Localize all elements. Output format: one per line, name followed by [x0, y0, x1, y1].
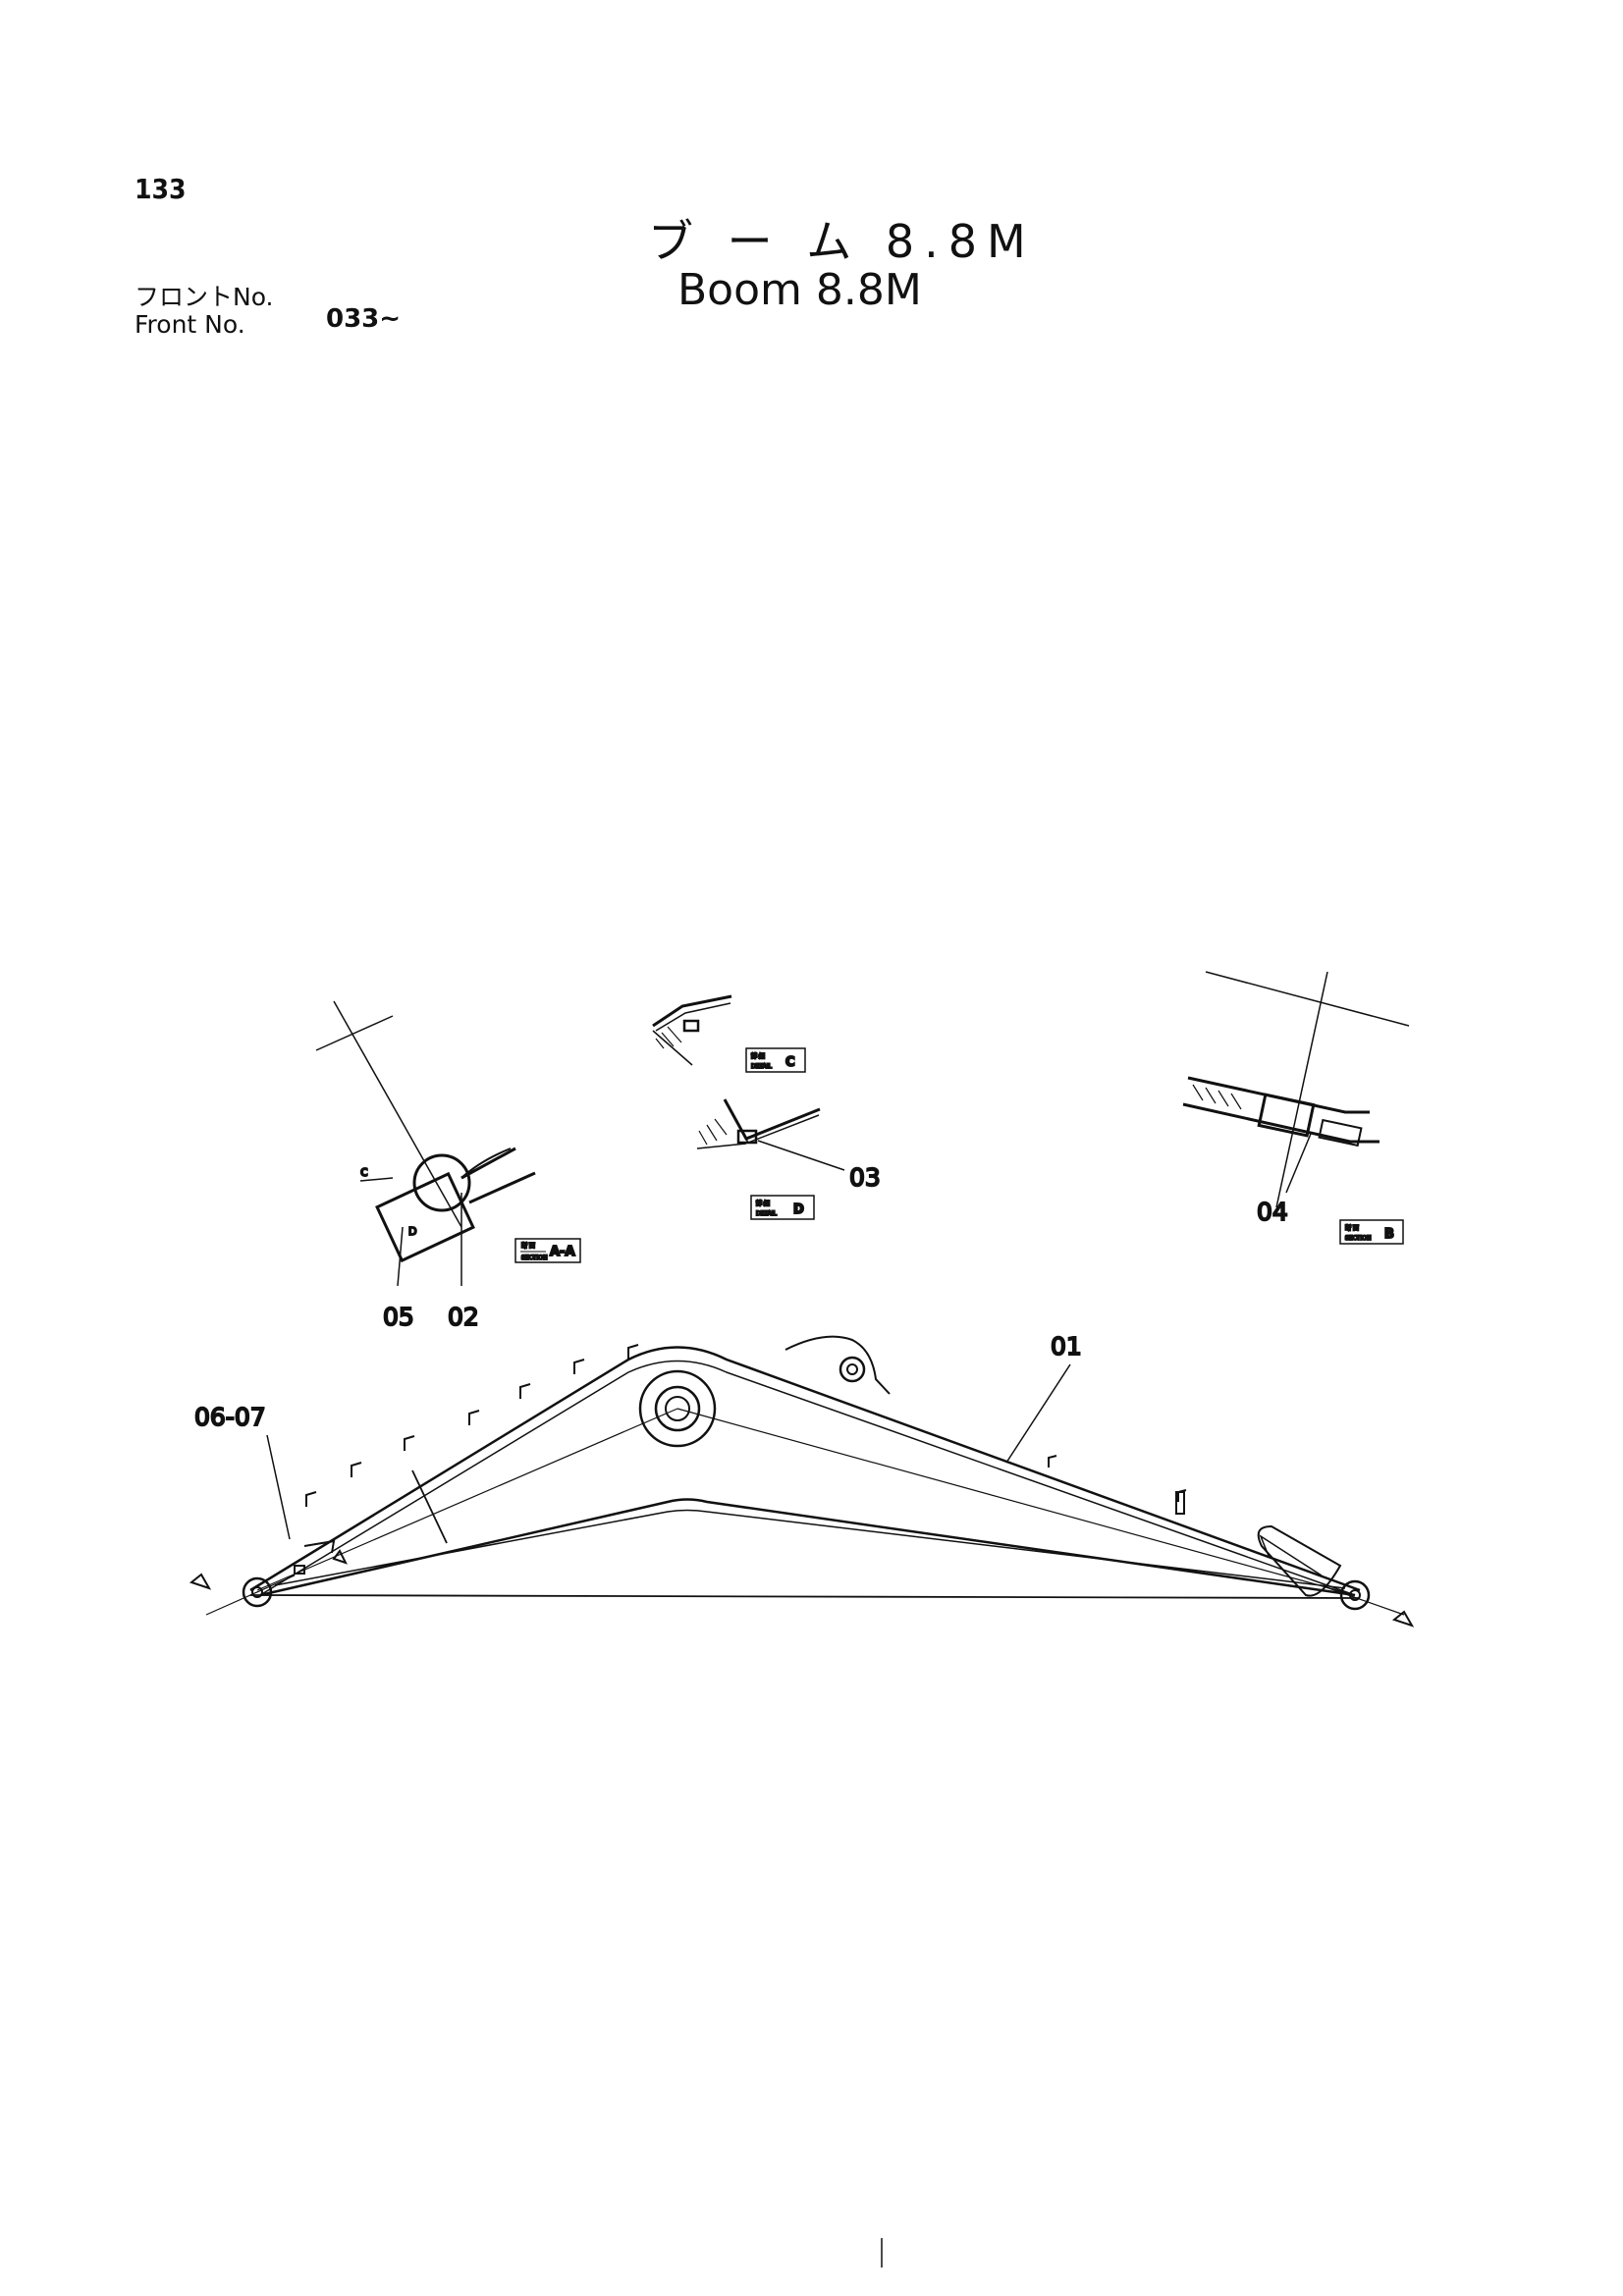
- svg-text:SECTION: SECTION: [1345, 1235, 1371, 1242]
- svg-text:DETAIL: DETAIL: [751, 1063, 772, 1070]
- detail-d-view: 03 詳 細 DETAIL D: [696, 1098, 882, 1220]
- detail-d-label: D: [793, 1202, 804, 1217]
- front-number-value: 033~: [326, 304, 402, 334]
- callout-c: c: [360, 1164, 368, 1180]
- detail-c-label: C: [785, 1055, 795, 1070]
- svg-text:DETAIL: DETAIL: [756, 1210, 777, 1217]
- detail-c-view: 詳 細 DETAIL C: [652, 994, 806, 1073]
- callout-05: 05: [383, 1303, 414, 1331]
- svg-text:SECTION: SECTION: [521, 1255, 547, 1261]
- callout-d-small: D: [408, 1225, 416, 1238]
- callout-01: 01: [1051, 1332, 1082, 1361]
- callout-02: 02: [448, 1303, 479, 1331]
- callout-06-07: 06-07: [194, 1403, 266, 1431]
- svg-text:詳 細: 詳 細: [756, 1200, 770, 1207]
- section-a-a-label: A-A: [550, 1245, 575, 1259]
- boom-elevation: 01 06-07: [189, 1331, 1415, 1628]
- section-b-view: 04 断 面 SECTION B: [1182, 971, 1410, 1245]
- svg-text:詳 細: 詳 細: [751, 1052, 765, 1060]
- callout-03: 03: [849, 1163, 881, 1192]
- section-a-a-view: c D 05 02 断 面 SECTION A-A: [315, 1000, 581, 1332]
- svg-text:断 面: 断 面: [1345, 1224, 1359, 1232]
- title-japanese: ブ ー ム 8.8M: [648, 215, 1036, 268]
- title-english: Boom 8.8M: [677, 265, 922, 315]
- section-b-label: B: [1384, 1227, 1394, 1242]
- callout-04: 04: [1257, 1198, 1288, 1226]
- svg-text:断 面: 断 面: [521, 1242, 535, 1250]
- front-number-label-japanese: フロントNo.: [135, 283, 274, 311]
- front-number-label-english: Front No.: [135, 310, 245, 339]
- page-number: 133: [135, 173, 187, 205]
